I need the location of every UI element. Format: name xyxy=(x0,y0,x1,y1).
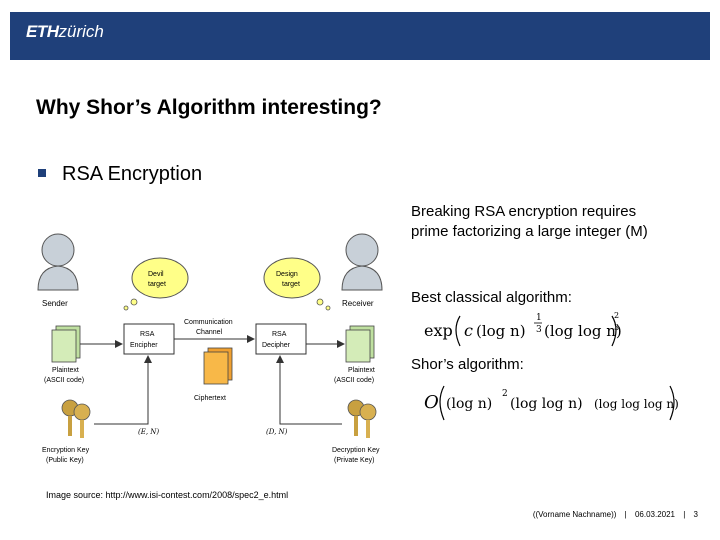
key-d-label: (D, N) xyxy=(266,428,288,436)
plaintext-left-line1: Plaintext xyxy=(52,367,79,374)
footer-date: 06.03.2021 xyxy=(634,510,675,519)
header-bar: ETHzürich xyxy=(10,12,710,60)
f1-p2-num: 2 xyxy=(614,311,619,320)
classical-label: Best classical algorithm: xyxy=(411,289,572,306)
plaintext-right-line2: (ASCII code) xyxy=(334,377,374,384)
footer-name: ((Vorname Nachname)) xyxy=(532,510,617,519)
devil-target-left-line2: target xyxy=(148,281,166,288)
f2-O: O xyxy=(424,392,439,413)
classical-formula: exp c (log n) 1 3 (log log n) 2 3 xyxy=(424,311,622,347)
slide-title: Why Shor’s Algorithm interesting? xyxy=(36,96,382,119)
rsa-decipher-box xyxy=(255,323,307,355)
f2-term3: (log log log n) xyxy=(594,397,679,411)
bullet-rsa: RSA Encryption xyxy=(38,163,202,186)
decryption-key-line1: Decryption Key xyxy=(332,447,380,454)
plaintext-left-icon xyxy=(51,325,81,363)
plaintext-right-line1: Plaintext xyxy=(348,367,375,374)
encryption-key-line1: Encryption Key xyxy=(42,447,90,454)
f2-term1: (log n) xyxy=(446,396,492,412)
bullet-square-icon xyxy=(38,169,46,177)
shor-label: Shor’s algorithm: xyxy=(411,356,524,373)
devil-target-right-line1: Design xyxy=(276,271,298,278)
encryption-key-line2: (Public Key) xyxy=(46,457,84,464)
footer-page: 3 xyxy=(693,510,698,519)
plaintext-right-icon xyxy=(345,325,375,363)
receiver-person-icon xyxy=(341,233,383,291)
f2-sq: 2 xyxy=(502,389,508,399)
footer-separator: | xyxy=(624,510,627,519)
f1-p1-num: 1 xyxy=(536,313,542,323)
logo-light: zürich xyxy=(58,22,104,41)
breaking-rsa-text: Breaking RSA encryption requires prime f… xyxy=(411,203,648,240)
f2-term2: (log log n) xyxy=(510,396,583,412)
ciphertext-icon xyxy=(203,347,233,385)
f1-log2: (log log n) xyxy=(544,322,622,340)
plaintext-left-line2: (ASCII code) xyxy=(44,377,84,384)
channel-line2: Channel xyxy=(196,329,223,336)
devil-target-right-line2: target xyxy=(282,281,300,288)
receiver-label: Receiver xyxy=(342,299,374,308)
rsa-encipher-box xyxy=(123,323,175,355)
decryption-key-line2: (Private Key) xyxy=(334,457,374,464)
f1-p1-den: 3 xyxy=(536,325,542,335)
encryption-key-icon xyxy=(61,399,91,438)
f1-c: c xyxy=(464,321,473,340)
thought-cloud-left-icon xyxy=(123,257,189,311)
bullet-text: RSA Encryption xyxy=(62,163,203,185)
ciphertext-label: Ciphertext xyxy=(194,395,226,402)
footer: ((Vorname Nachname)) | 06.03.2021 | 3 xyxy=(533,510,698,519)
devil-target-left-line1: Devil xyxy=(148,271,164,278)
sender-label: Sender xyxy=(42,299,68,308)
shor-formula: O (log n) 2 (log log n) (log log log n) xyxy=(424,385,679,421)
rsa-decipher-line1: RSA xyxy=(272,331,287,338)
logo-bold: ETH xyxy=(26,22,59,41)
key-e-label: (E, N) xyxy=(138,428,159,436)
footer-separator: | xyxy=(683,510,686,519)
f1-log1: (log n) xyxy=(476,322,526,340)
decryption-key-icon xyxy=(347,399,377,438)
image-source: Image source: http://www.isi-contest.com… xyxy=(46,490,289,500)
rsa-diagram: Sender Receiver Devil target Design targ… xyxy=(37,233,383,464)
rsa-encipher-line1: RSA xyxy=(140,331,155,338)
channel-line1: Communication xyxy=(184,319,233,326)
f1-exp: exp xyxy=(424,321,453,340)
rsa-encipher-line2: Encipher xyxy=(130,342,158,349)
thought-cloud-right-icon xyxy=(263,257,331,311)
sender-person-icon xyxy=(37,233,79,291)
rsa-decipher-line2: Decipher xyxy=(262,342,291,349)
eth-logo: ETHzürich xyxy=(26,22,104,42)
f1-p2-den: 3 xyxy=(614,323,619,332)
